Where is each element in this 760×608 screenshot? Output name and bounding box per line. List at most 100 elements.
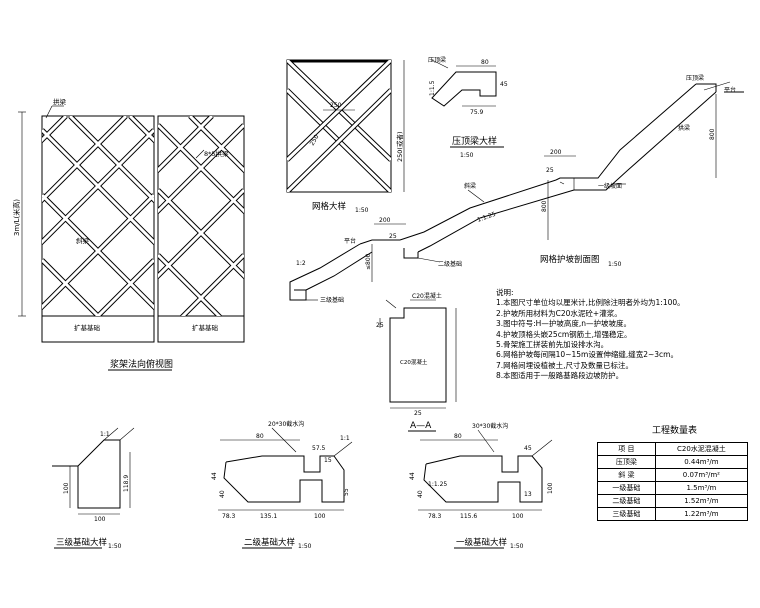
base2-dim-575: 57.5 — [312, 445, 326, 452]
base3-detail: 1:1 100 100 118.9 三级基础大样 1:50 — [52, 427, 135, 550]
note-item: 2.护坡所用材料为C20水泥砼+灌浆。 — [496, 308, 622, 318]
grid-scale: 1:50 — [355, 207, 369, 214]
section-label-crown: 压顶梁 — [686, 74, 704, 82]
section-title: 网格护坡剖面图 — [540, 254, 600, 265]
section-label-first-ledge: 一级坡面 — [598, 182, 622, 190]
note-item: 5.骨架施工拼装前先加设排水沟。 — [496, 340, 609, 350]
table-row: 一级基础 1.5m³/m — [597, 481, 749, 495]
grid-title: 网格大样 — [312, 201, 347, 212]
base2-dim-783: 78.3 — [222, 513, 236, 520]
base1-dim-13: 13 — [524, 491, 532, 498]
table-cell: 1.22m³/m — [654, 507, 749, 521]
table-row: 斜 梁 0.07m³/m² — [597, 468, 749, 482]
slope-section: 800 800 ≤800 200 25 200 25 平台 压顶梁 拱梁 一级坡… — [289, 74, 744, 304]
note-item: 4.护坡顶格头嵌25cm钢筋土,增强稳定。 — [496, 329, 632, 339]
section-slope-ratio-lower: 1:2 — [296, 260, 306, 267]
base2-dim-80: 80 — [256, 433, 264, 440]
base2-title: 二级基础大样 — [244, 537, 296, 548]
crown-title: 压顶梁大样 — [452, 135, 497, 147]
section-dim-200-lower: 200 — [379, 217, 391, 224]
aa-label: C20混凝土 — [412, 292, 442, 300]
note-item: 8.本图适用于一般路基路段边坡防护。 — [496, 371, 624, 381]
grid-detail: 250 250 250(或者) 网格大样 1:50 — [286, 59, 405, 214]
aa-dim-bottom: 25 — [414, 410, 422, 417]
base2-scale: 1:50 — [298, 543, 312, 550]
table-cell: 三级基础 — [597, 507, 656, 521]
notes-block: 说明: 1.本图尺寸单位均以厘米计,比例除注明者外均为1:100。 2.护坡所用… — [496, 288, 746, 382]
grid-dim-side: 250(或者) — [395, 132, 404, 162]
crown-ratio: 1:1.5 — [429, 80, 436, 96]
table-cell: 1.5m³/m — [654, 481, 749, 495]
crown-scale: 1:50 — [460, 152, 474, 159]
base1-dim-100: 100 — [512, 513, 524, 520]
base1-top-label: 30*30截水沟 — [472, 422, 508, 430]
section-slope-ratio: 1:1.25 — [476, 211, 497, 224]
section-label-platform: 平台 — [724, 86, 736, 94]
section-dim-800-low: ≤800 — [365, 253, 372, 270]
elevation-right-panel — [157, 115, 245, 343]
quantity-table-title: 工程数量表 — [652, 426, 698, 436]
base2-ratio: 1:1 — [340, 435, 350, 442]
grid-dim-250: 250 — [330, 102, 342, 109]
section-dim-25-lower: 25 — [389, 233, 397, 240]
label-arch-beam: 拱梁 — [53, 97, 67, 106]
elevation-right-lattice — [158, 116, 244, 316]
base2-detail: 80 57.5 15 20*30截水沟 44 40 55 1:1 78.3 13… — [211, 420, 353, 550]
crown-beam-detail: 80 45 75.9 1:1.5 压顶梁 压顶梁大样 1:50 — [428, 56, 508, 159]
crown-label: 压顶梁 — [428, 56, 446, 64]
base2-dim-55: 55 — [343, 488, 350, 496]
section-dim-800-mid: 800 — [541, 200, 548, 212]
note-item: 1.本图尺寸单位均以厘米计,比例除注明者外均为1:100。 — [496, 298, 685, 308]
table-cell: 1.52m³/m — [654, 494, 749, 508]
table-row: 压顶梁 0.44m³/m — [597, 455, 749, 469]
table-cell: 压顶梁 — [597, 455, 656, 469]
base3-dim-100-h: 100 — [94, 516, 106, 523]
note-item: 7.网格间埋设植被土,尺寸及数量已标注。 — [496, 360, 634, 370]
base3-dim-1189: 118.9 — [123, 475, 130, 492]
section-label-third-base: 三级基础 — [320, 296, 344, 304]
table-header-cell: C20水泥混凝土 — [654, 442, 749, 456]
table-cell: 0.07m³/m² — [654, 468, 749, 482]
table-cell: 一级基础 — [597, 481, 656, 495]
note-item: 3.图中符号:H—护坡高度,n—护坡坡度。 — [496, 319, 631, 329]
base2-top-label: 20*30截水沟 — [268, 420, 304, 428]
label-diag-beam: 斜梁 — [76, 236, 90, 245]
base1-dim-80: 80 — [454, 433, 462, 440]
base3-scale: 1:50 — [108, 543, 122, 550]
table-cell: 二级基础 — [597, 494, 656, 508]
base2-dim-15: 15 — [324, 457, 332, 464]
base1-dim-45: 45 — [524, 445, 532, 452]
elevation-left-panel — [41, 115, 155, 343]
section-label-platform-lower: 平台 — [344, 237, 356, 245]
table-header-row: 项 目 C20水泥混凝土 — [597, 442, 749, 456]
table-cell: 斜 梁 — [597, 468, 656, 482]
height-dimension: 3m/L(米高) — [12, 199, 21, 236]
table-row: 二级基础 1.52m³/m — [597, 494, 749, 508]
section-dim-200-upper: 200 — [550, 149, 562, 156]
crown-dim-759: 75.9 — [470, 109, 484, 116]
label-skew-beam: 8*5拱梁 — [204, 149, 229, 158]
base3-ratio: 1:1 — [100, 431, 110, 438]
quantity-table: 项 目 C20水泥混凝土 压顶梁 0.44m³/m 斜 梁 0.07m³/m² … — [597, 442, 749, 521]
foot-right-label: 扩基基础 — [192, 323, 219, 332]
base1-title: 一级基础大样 — [456, 537, 508, 548]
aa-dim-side: 25 — [376, 322, 384, 329]
table-cell: 0.44m³/m — [654, 455, 749, 469]
crown-dim-45: 45 — [500, 81, 508, 88]
section-scale: 1:50 — [608, 261, 622, 268]
base2-dim-1351: 135.1 — [260, 513, 277, 520]
base1-dim-1156: 115.6 — [460, 513, 477, 520]
aa-fill-label: C20混凝土 — [400, 358, 428, 366]
base1-dim-100-v: 100 — [547, 482, 554, 494]
section-aa: C20混凝土 C20混凝土 25 25 A—A — [376, 292, 457, 432]
base2-dim-100: 100 — [314, 513, 326, 520]
section-label-arch: 拱梁 — [678, 124, 690, 132]
base1-dim-44: 44 — [409, 472, 416, 480]
section-dim-800-top: 800 — [709, 128, 716, 140]
section-label-diag: 斜梁 — [464, 182, 476, 190]
base1-scale: 1:50 — [510, 543, 524, 550]
base1-dim-40: 40 — [417, 490, 424, 498]
note-item: 6.网格护坡每间隔10~15m设置伸缩缝,缝宽2~3cm。 — [496, 350, 678, 360]
elevation-left-lattice — [42, 116, 154, 316]
